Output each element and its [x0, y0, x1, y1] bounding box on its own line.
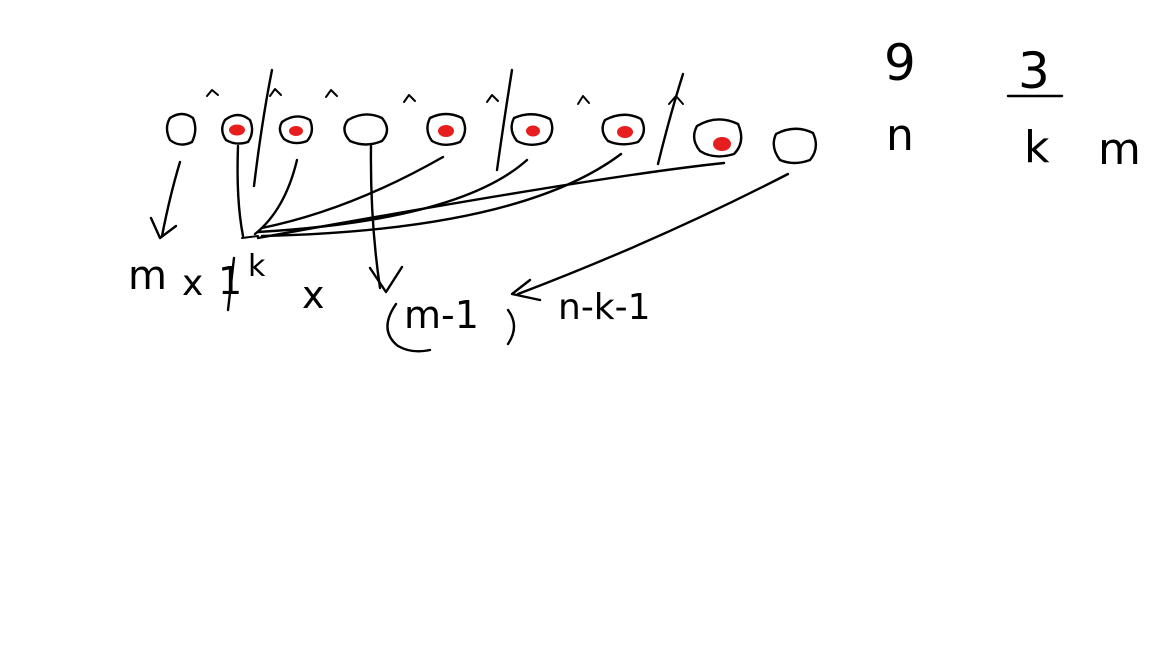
formula-exponent: n-k-1 [558, 287, 651, 328]
caret-6 [577, 95, 590, 105]
red-dot-2 [229, 124, 245, 136]
connector-ball-6 [256, 158, 529, 234]
ball-8 [692, 118, 743, 158]
caret-4 [403, 94, 416, 103]
n-label: n [886, 110, 914, 161]
m-label: m [1098, 124, 1141, 175]
formula-times-2: x [302, 273, 325, 317]
red-dot-6 [526, 125, 540, 137]
formula-k-exponent: k [248, 249, 266, 284]
red-dot-3 [289, 126, 303, 136]
divider-formula [226, 256, 236, 312]
marked-dots [229, 124, 731, 151]
arrow-ball-1-shaft [160, 160, 182, 238]
connector-ball-8 [256, 161, 726, 240]
n-value: 9 [884, 34, 916, 92]
formula-base: m-1 [404, 293, 479, 337]
connector-ball-7 [260, 152, 623, 238]
arrow-ball-9-head [510, 278, 542, 302]
connector-ball-5 [260, 155, 445, 230]
divider-1 [252, 68, 274, 188]
caret-5 [486, 94, 499, 103]
connector-ball-3 [253, 158, 299, 236]
ball-row [165, 112, 818, 165]
connectors-to-one [236, 144, 726, 240]
arrow-ball-4-head [368, 265, 404, 294]
formula-one: 1 [218, 259, 243, 303]
red-dot-7 [617, 126, 633, 138]
arrow-ball-9-shaft [516, 172, 790, 296]
ball-4 [343, 113, 389, 146]
arrow-to-exponent [510, 172, 790, 302]
ball-7 [601, 113, 646, 146]
ball-5 [426, 112, 467, 146]
arrow-ball-4-shaft [369, 144, 382, 290]
connector-tick [241, 235, 259, 239]
k-label: k [1024, 122, 1050, 173]
k-value: 3 [1018, 42, 1050, 100]
connector-ball-2 [236, 144, 245, 238]
ball-1 [165, 112, 197, 146]
divider-3 [656, 72, 685, 166]
divider-2 [495, 68, 514, 172]
caret-1 [206, 89, 219, 97]
arrow-to-m [149, 160, 182, 240]
ball-3 [278, 115, 314, 145]
red-dot-8 [713, 137, 731, 151]
red-dot-5 [438, 125, 454, 137]
left-paren [386, 302, 432, 353]
caret-3 [325, 89, 338, 98]
divider-slashes [252, 68, 685, 188]
arrow-ball-1-head [149, 216, 178, 240]
right-paren [506, 308, 516, 346]
formula-m: m [128, 253, 167, 299]
ball-9 [772, 127, 818, 165]
ball-6 [510, 113, 554, 146]
formula-strokes [226, 94, 1064, 353]
caret-marks [206, 88, 684, 105]
formula-times-1: x [182, 263, 204, 304]
arrow-to-base [368, 144, 404, 294]
ball-2 [221, 113, 254, 145]
caret-2 [269, 88, 282, 97]
